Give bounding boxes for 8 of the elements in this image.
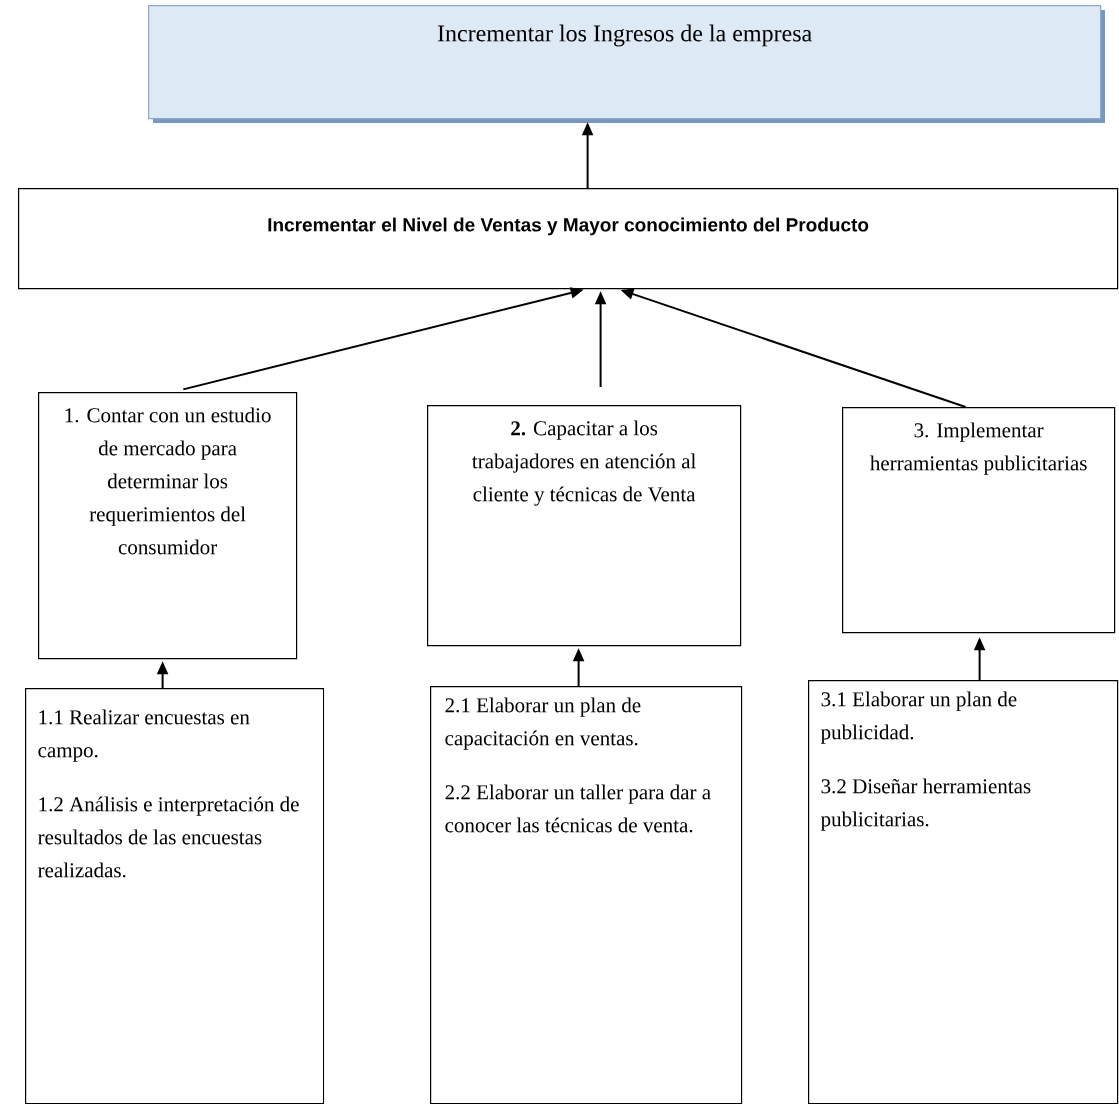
purpose-box: Incrementar el Nivel de Ventas y Mayor conocimiento del Producto [18,188,1119,290]
goal-box: Incrementar los Ingresos de la empresa [148,5,1105,123]
component-box: 2. Capacitar a los trabajadores en atención al cliente y técnicas de Venta [427,405,742,647]
component-box: 3. Implementar herramientas publicitarias [842,407,1116,634]
component-box: 1. Contar con un estudio de mercado para determinar los requerimientos del consumidor [38,392,298,660]
activity-box: 3.1 Elaborar un plan de publicidad. 3.2 Diseñar herramientas publicitarias. [808,680,1119,1104]
activity-box: 2.1 Elaborar un plan de capacitación en ventas. 2.2 Elaborar un taller para dar a conocer las técnicas de venta. [430,686,743,1104]
activity-box: 1.1 Realizar encuestas en campo. 1.2 Análisis e interpretación de resultados de las encuestas realizadas. [25,688,325,1104]
